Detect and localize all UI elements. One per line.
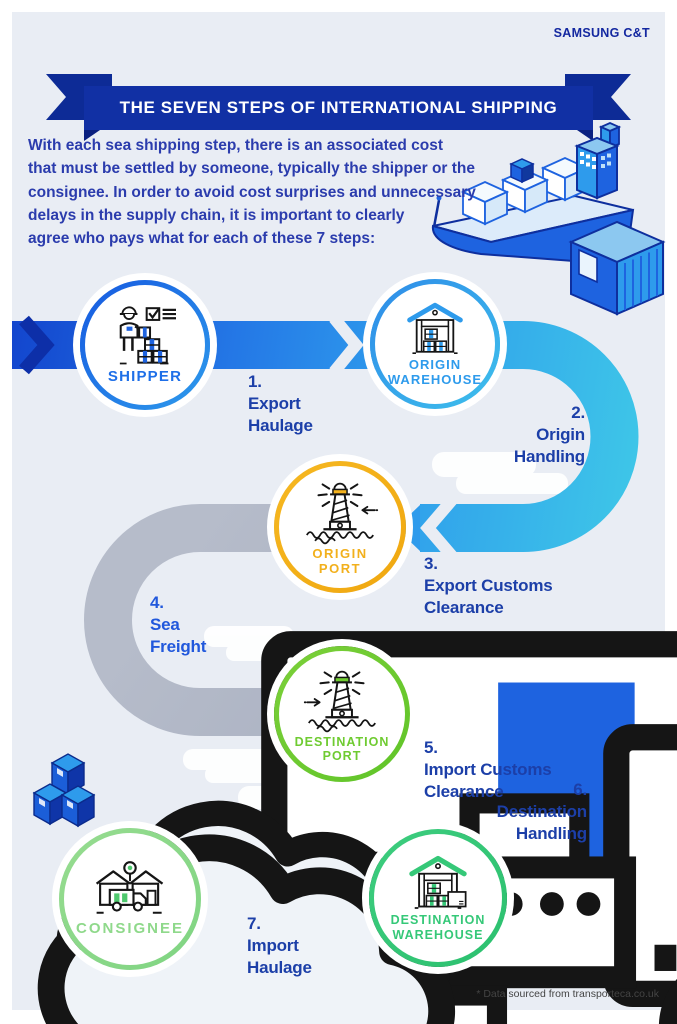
export-band <box>12 321 639 552</box>
station-ring: CONSIGNEE <box>59 828 201 970</box>
intro-line: agree who pays what for each of these 7 … <box>28 230 376 247</box>
consignee-icon <box>91 860 169 918</box>
station-label: CONSIGNEE <box>75 920 184 938</box>
chevron-gap-1-icon <box>329 314 364 376</box>
intro-line: With each sea shipping step, there is an… <box>28 137 444 154</box>
station-consignee: CONSIGNEE <box>59 828 201 970</box>
warehouse-icon <box>404 301 466 356</box>
station-shipper: SHIPPER <box>80 280 210 410</box>
station-label: SHIPPER <box>107 368 183 386</box>
intro-line: delays in the supply chain, it is import… <box>28 206 405 224</box>
brand-logo: SAMSUNG C&T <box>553 26 650 40</box>
intro-line: that must be settled by someone, typical… <box>28 160 476 178</box>
intro-paragraph: With each sea shipping step, there is an… <box>28 134 476 250</box>
band-start-chevron-icon <box>19 315 55 375</box>
sea-freight-band <box>84 504 452 736</box>
container-illustration <box>568 220 666 316</box>
cargo-ship-illustration <box>431 122 666 316</box>
origin-port-arrowhead <box>396 505 420 551</box>
page-title: THE SEVEN STEPS OF INTERNATIONAL SHIPPIN… <box>119 98 558 117</box>
intro-line: consignee. In order to avoid cost surpri… <box>28 183 476 201</box>
lighthouse-icon <box>303 665 381 733</box>
lighthouse-icon <box>301 477 379 545</box>
title-ribbon <box>46 74 631 141</box>
shipper-icon <box>109 304 181 366</box>
warehouse-icon <box>406 854 470 911</box>
footer-note: * Data sourced from transporteca.co.uk <box>476 988 659 1000</box>
station-ring: SHIPPER <box>80 280 210 410</box>
cargo-boxes-illustration <box>32 753 96 828</box>
chevron-gap-2-icon <box>420 496 457 560</box>
